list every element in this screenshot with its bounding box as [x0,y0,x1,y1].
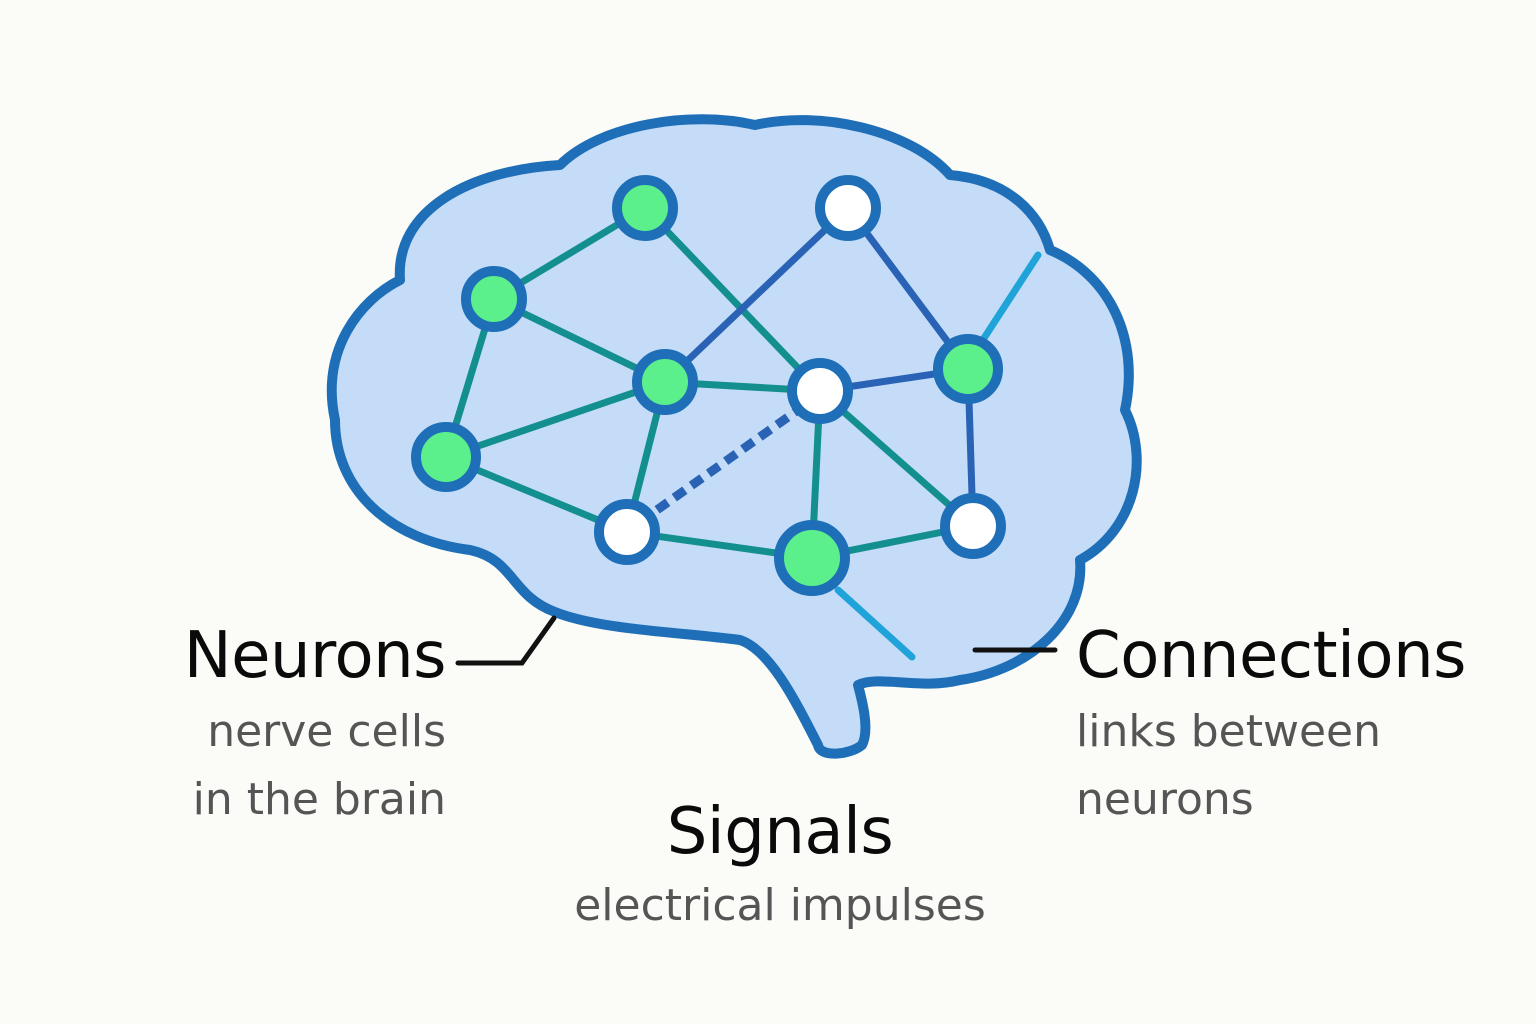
neuron-node-active [411,422,481,492]
neurons-title: Neurons [183,619,447,693]
signals-subtitle: electrical impulses [574,880,986,931]
neuron-node-inactive [787,358,853,424]
connections-label-block: Connections links between neurons [1076,624,1516,834]
connection-line [442,378,669,461]
neurons-label-block: Neurons nerve cells in the brain [136,619,447,834]
neurons-leader-line [455,615,557,666]
dashed-signal-line [637,401,808,526]
signal-line [834,586,916,661]
neuron-nodes [411,175,1006,596]
neuron-node-active [774,520,850,596]
connections-title: Connections [1076,619,1466,693]
connection-line [661,204,852,386]
connections-subtitle-line-2: neurons [1076,774,1254,825]
signals-label-block: Signals electrical impulses [500,800,1060,940]
neurons-subtitle-line-1: nerve cells [207,706,446,757]
neuron-node-active [632,349,698,415]
neuron-node-active [933,334,1003,404]
neuron-node-inactive [815,175,881,241]
neuron-node-inactive [940,493,1006,559]
neuron-node-inactive [594,499,660,565]
neurons-subtitle-line-2: in the brain [192,774,446,825]
signals-title: Signals [666,795,894,869]
neuron-node-active [612,175,678,241]
signal-line [971,251,1042,356]
neuron-node-active [461,266,527,332]
connection-line [641,204,824,395]
connections-subtitle-line-1: links between [1076,706,1381,757]
connection-line [816,387,977,530]
